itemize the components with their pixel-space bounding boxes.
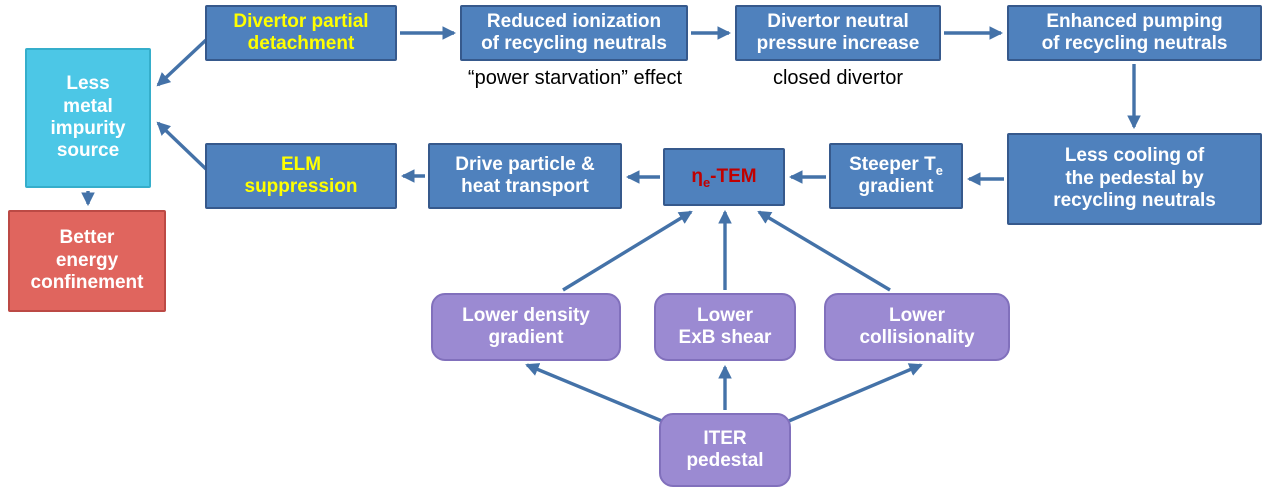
- node-elm-suppression: ELM suppression: [205, 143, 397, 209]
- label-line: Less cooling of: [1064, 145, 1205, 167]
- label-line: Drive particle &: [455, 153, 595, 175]
- node-lower-density-gradient: Lower density gradient: [431, 293, 621, 361]
- node-drive-transport: Drive particle & heat transport: [428, 143, 622, 209]
- arrow-collisionality-to-tem: [757, 210, 891, 292]
- label-line: ηe-TEM: [691, 165, 757, 190]
- label-line: Lower: [889, 304, 945, 326]
- label-line: Lower density: [462, 304, 590, 326]
- label-line: source: [56, 140, 120, 162]
- node-divertor-partial-detachment: Divertor partial detachment: [205, 5, 397, 61]
- label-line: Divertor partial: [233, 10, 369, 32]
- node-better-energy-confinement: Better energy confinement: [8, 210, 166, 312]
- label-line: metal: [63, 95, 113, 117]
- arrow-density-to-tem: [562, 210, 693, 292]
- arrow-iter-to-collisionality: [776, 363, 923, 428]
- label-line: gradient: [488, 327, 564, 348]
- label-line: of recycling neutrals: [481, 33, 667, 54]
- label-line: ExB shear: [678, 327, 772, 348]
- label-line: Steeper Te: [849, 153, 943, 178]
- node-less-cooling-pedestal: Less cooling of the pedestal by recyclin…: [1007, 133, 1262, 225]
- caption-power-starvation: “power starvation” effect: [467, 67, 683, 89]
- label-line: confinement: [30, 272, 144, 294]
- label-line: collisionality: [859, 327, 975, 348]
- caption-closed-divertor: closed divertor: [772, 67, 904, 89]
- label-line: heat transport: [461, 176, 589, 197]
- label-line: of recycling neutrals: [1041, 33, 1228, 54]
- label-line: gradient: [858, 176, 934, 197]
- label-line: ITER: [703, 427, 747, 449]
- label-line: recycling neutrals: [1053, 190, 1216, 212]
- node-steeper-te-gradient: Steeper Te gradient: [829, 143, 963, 209]
- node-lower-collisionality: Lower collisionality: [824, 293, 1010, 361]
- label-line: energy: [55, 249, 119, 271]
- label-line: Enhanced pumping: [1046, 10, 1223, 32]
- label-line: Lower: [697, 304, 753, 326]
- node-reduced-ionization: Reduced ionization of recycling neutrals: [460, 5, 688, 61]
- label-line: the pedestal by: [1065, 167, 1204, 189]
- node-enhanced-pumping: Enhanced pumping of recycling neutrals: [1007, 5, 1262, 61]
- node-divertor-neutral-pressure: Divertor neutral pressure increase: [735, 5, 941, 61]
- label-line: pressure increase: [756, 33, 920, 54]
- arrow-elm-to-less-metal: [156, 121, 208, 171]
- label-line: Reduced ionization: [486, 10, 662, 32]
- node-lower-exb-shear: Lower ExB shear: [654, 293, 796, 361]
- arrow-iter-to-density: [525, 363, 675, 428]
- node-iter-pedestal: ITER pedestal: [659, 413, 791, 487]
- arrow-detachment-to-less-metal: [156, 38, 208, 87]
- label-line: suppression: [244, 176, 358, 197]
- label-line: detachment: [247, 33, 355, 54]
- label-line: impurity: [50, 118, 126, 139]
- node-eta-e-tem: ηe-TEM: [663, 148, 785, 206]
- node-less-metal-impurity: Less metal impurity source: [25, 48, 151, 188]
- label-line: Less: [66, 73, 110, 95]
- label-line: Divertor neutral: [767, 10, 909, 32]
- label-line: Better: [59, 227, 115, 249]
- label-line: ELM: [280, 153, 322, 175]
- label-line: pedestal: [686, 450, 764, 471]
